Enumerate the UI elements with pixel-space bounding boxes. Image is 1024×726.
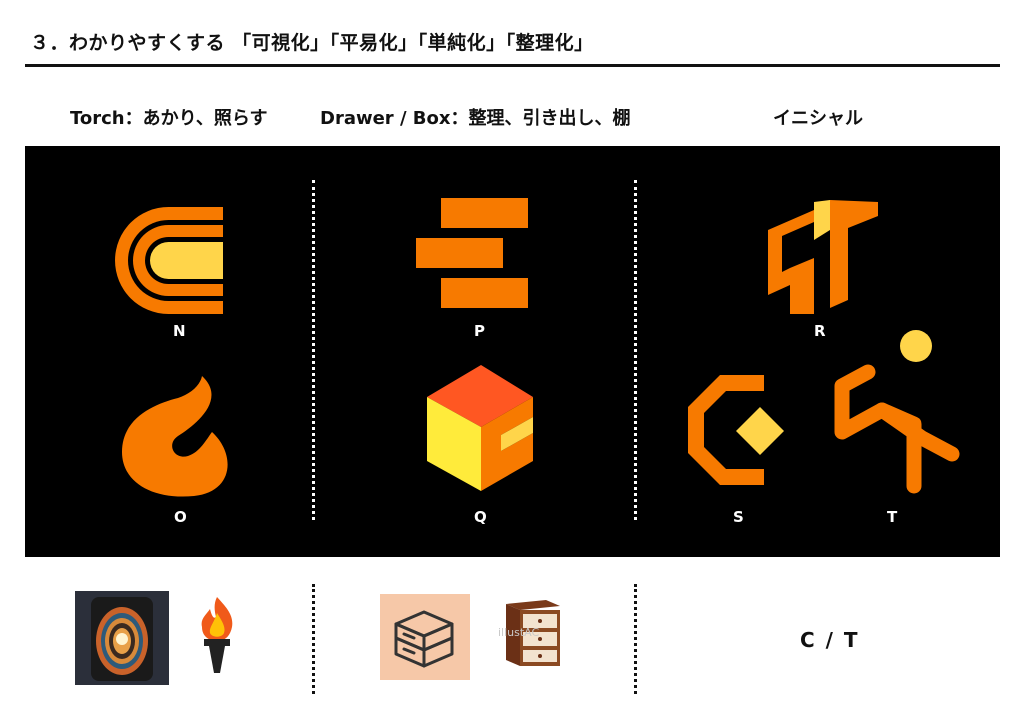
logo-letter-s: S (733, 508, 744, 526)
stacked-bars-logo (416, 198, 528, 308)
column-heading-initials: イニシャル (773, 108, 863, 129)
torch-icon (201, 597, 233, 673)
logo-letter-p: P (474, 322, 485, 340)
reference-divider-left (312, 584, 315, 694)
reference-divider-right (634, 584, 637, 694)
title-underline (25, 64, 1000, 67)
page-title: ３．わかりやすくする 「可視化」「平易化」「単純化」「整理化」 (30, 32, 594, 54)
panel-divider-left (312, 180, 315, 520)
nested-arcs-logo (115, 207, 223, 314)
image-watermark: illustAC (498, 626, 540, 639)
logo-letter-n: N (173, 322, 186, 340)
column-heading-drawer: Drawer / Box：整理、引き出し、棚 (320, 108, 631, 129)
angular-ct-logo (768, 200, 878, 314)
chest-of-drawers-image (506, 600, 560, 666)
phone-tunnel-image (75, 591, 169, 685)
logo-letter-q: Q (474, 508, 487, 526)
octagon-c-diamond-logo (688, 375, 784, 485)
logo-letter-r: R (814, 322, 826, 340)
panel-divider-right (634, 180, 637, 520)
logo-letter-o: O (174, 508, 187, 526)
figure-t-logo (834, 330, 960, 494)
column-heading-torch: Torch：あかり、照らす (70, 108, 268, 129)
drawer-box-icon (380, 594, 470, 680)
flame-swirl-logo (122, 376, 228, 497)
initials-label: C / T (800, 628, 860, 652)
isometric-cube-logo (427, 365, 533, 491)
logo-letter-t: T (887, 508, 898, 526)
